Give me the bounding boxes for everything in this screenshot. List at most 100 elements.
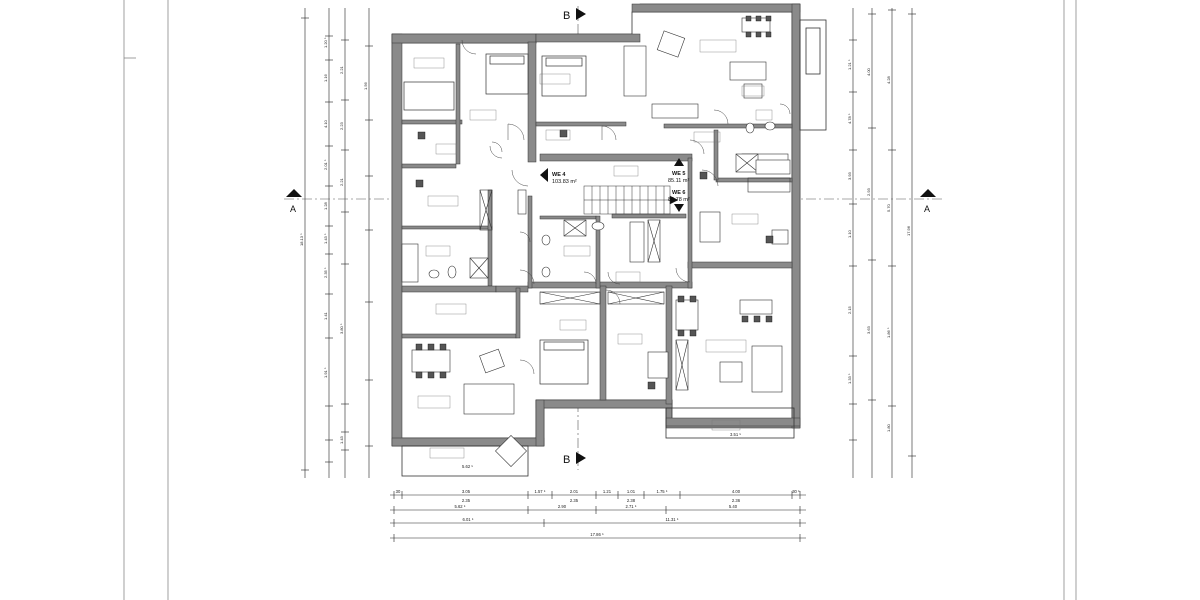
dim-label: 1.10 <box>847 229 852 238</box>
unit-arrow-icon <box>674 204 684 212</box>
left-ticks <box>301 17 373 471</box>
dim-label: 2.21 <box>339 65 344 74</box>
dim-label: 1.86 ⁵ <box>886 327 891 338</box>
dim-label: 2.35 <box>462 498 471 503</box>
dim-label: 1.43 ⁵ <box>323 233 328 244</box>
dim-label: 1.16 <box>323 73 328 82</box>
wardrobe <box>539 291 601 305</box>
dim-label: 4.28 <box>886 75 891 84</box>
bathtub <box>401 243 419 283</box>
toilet <box>541 234 551 246</box>
section-a-label-left: A <box>290 204 296 214</box>
beds <box>403 53 589 385</box>
section-a-label-right: A <box>924 204 930 214</box>
sofa <box>651 103 699 119</box>
dim-label: 1.28 <box>323 201 328 210</box>
dim-label: 4.10 <box>323 119 328 128</box>
dim-label: 17.96 <box>906 225 911 236</box>
dim-label: 2.15 <box>847 305 852 314</box>
dim-label: 1.21 <box>603 489 612 494</box>
toilet <box>541 266 551 278</box>
dim-label: 3.80 ⁵ <box>339 323 344 334</box>
table <box>739 299 773 315</box>
dim-label: 2.90 <box>558 504 567 509</box>
unit-markers: WE 4 103.83 m² WE 5 85.11 m² WE 6 80.78 … <box>540 158 690 212</box>
dim-label: 1.75 ⁵ <box>656 489 667 494</box>
right-dimension-labels: 1.21 ⁵ 4.78 ⁵ 3.93 1.10 2.15 1.33 ⁵ 4.00… <box>847 59 911 432</box>
dim-label: 30 <box>396 489 401 494</box>
dim-label: 1.80 <box>886 423 891 432</box>
sink <box>591 221 605 231</box>
unit-we5-area: 85.11 m² <box>668 178 689 184</box>
sheet-frame <box>123 0 1077 600</box>
desk <box>699 211 721 243</box>
section-b-label-top: B <box>563 10 570 22</box>
wardrobe <box>647 219 661 263</box>
dim-label: 11.31 ⁵ <box>665 517 678 522</box>
dining-table <box>411 349 451 373</box>
dim-label: 1.21 ⁵ <box>847 59 852 70</box>
desk <box>647 351 669 379</box>
dim-label: 4.78 ⁵ <box>847 113 852 124</box>
living-furniture <box>411 17 789 467</box>
sofa <box>751 345 783 393</box>
dim-label: 2.21 <box>339 177 344 186</box>
left-dimension-labels: 1.20 ⁵ 1.16 4.10 2.01 ⁵ 1.28 1.43 ⁵ 2.35… <box>299 37 368 444</box>
section-arrow-icon <box>576 8 586 20</box>
interior-walls <box>391 3 801 447</box>
dim-label: 1.43 <box>339 435 344 444</box>
bottom-dimension-lines <box>390 491 806 542</box>
bed <box>403 81 455 111</box>
patio-table <box>495 435 527 467</box>
dim-label: 2.35 ⁵ <box>323 267 328 278</box>
balcony-right-width: 3.51 ⁵ <box>730 432 741 437</box>
dim-label: 6.01 ⁵ <box>462 517 473 522</box>
dining-table <box>675 299 699 331</box>
stair-arrow-icon <box>669 195 679 205</box>
wardrobe <box>675 339 689 391</box>
right-ticks <box>849 9 916 457</box>
balcony-top-right <box>799 19 827 131</box>
dim-label: 18.13 ⁵ <box>299 233 304 246</box>
room-labels <box>413 39 773 459</box>
armchair <box>719 361 743 383</box>
armchair <box>656 30 686 58</box>
dim-label: 4.00 <box>732 489 741 494</box>
right-dimension-lines <box>849 8 916 478</box>
dim-label: 2.36 <box>732 498 741 503</box>
balcony-right <box>665 407 795 439</box>
unit-we4-area: 103.83 m² <box>552 179 577 185</box>
dim-label: 5.62 ⁵ <box>454 504 465 509</box>
wardrobe <box>747 177 791 193</box>
dim-label: 3.63 <box>866 325 871 334</box>
chairs <box>415 15 774 390</box>
wardrobe <box>479 189 493 231</box>
dim-label: 1.33 ⁵ <box>847 373 852 384</box>
wardrobe <box>607 291 665 305</box>
section-arrow-icon <box>920 189 936 197</box>
chair <box>771 229 789 245</box>
unit-arrow-icon <box>540 168 548 182</box>
dim-label: 2.23 <box>339 121 344 130</box>
dim-label: 1.57 ⁵ <box>534 489 545 494</box>
unit-arrow-icon <box>674 158 684 166</box>
door-swings <box>461 39 791 375</box>
left-dimension-lines <box>301 8 373 478</box>
sofa <box>463 383 515 415</box>
dim-label: 2.38 <box>627 498 636 503</box>
bathroom-fixtures <box>401 121 791 283</box>
toilet <box>447 265 457 279</box>
dim-label: 1.20 ⁵ <box>323 37 328 48</box>
dim-label: 1.41 <box>323 311 328 320</box>
bathtub <box>629 221 645 263</box>
bathtub <box>755 159 791 175</box>
dim-label: 17.86 ⁵ <box>590 532 604 537</box>
toilet <box>428 269 440 279</box>
toilet <box>745 122 755 134</box>
dim-label: 5.40 <box>729 504 738 509</box>
section-arrow-icon <box>576 452 586 464</box>
unit-we4-name: WE 4 <box>552 172 566 178</box>
dim-label: 5.70 <box>886 203 891 212</box>
unit-we5-name: WE 5 <box>672 171 685 177</box>
section-b-label-bottom: B <box>563 454 570 466</box>
